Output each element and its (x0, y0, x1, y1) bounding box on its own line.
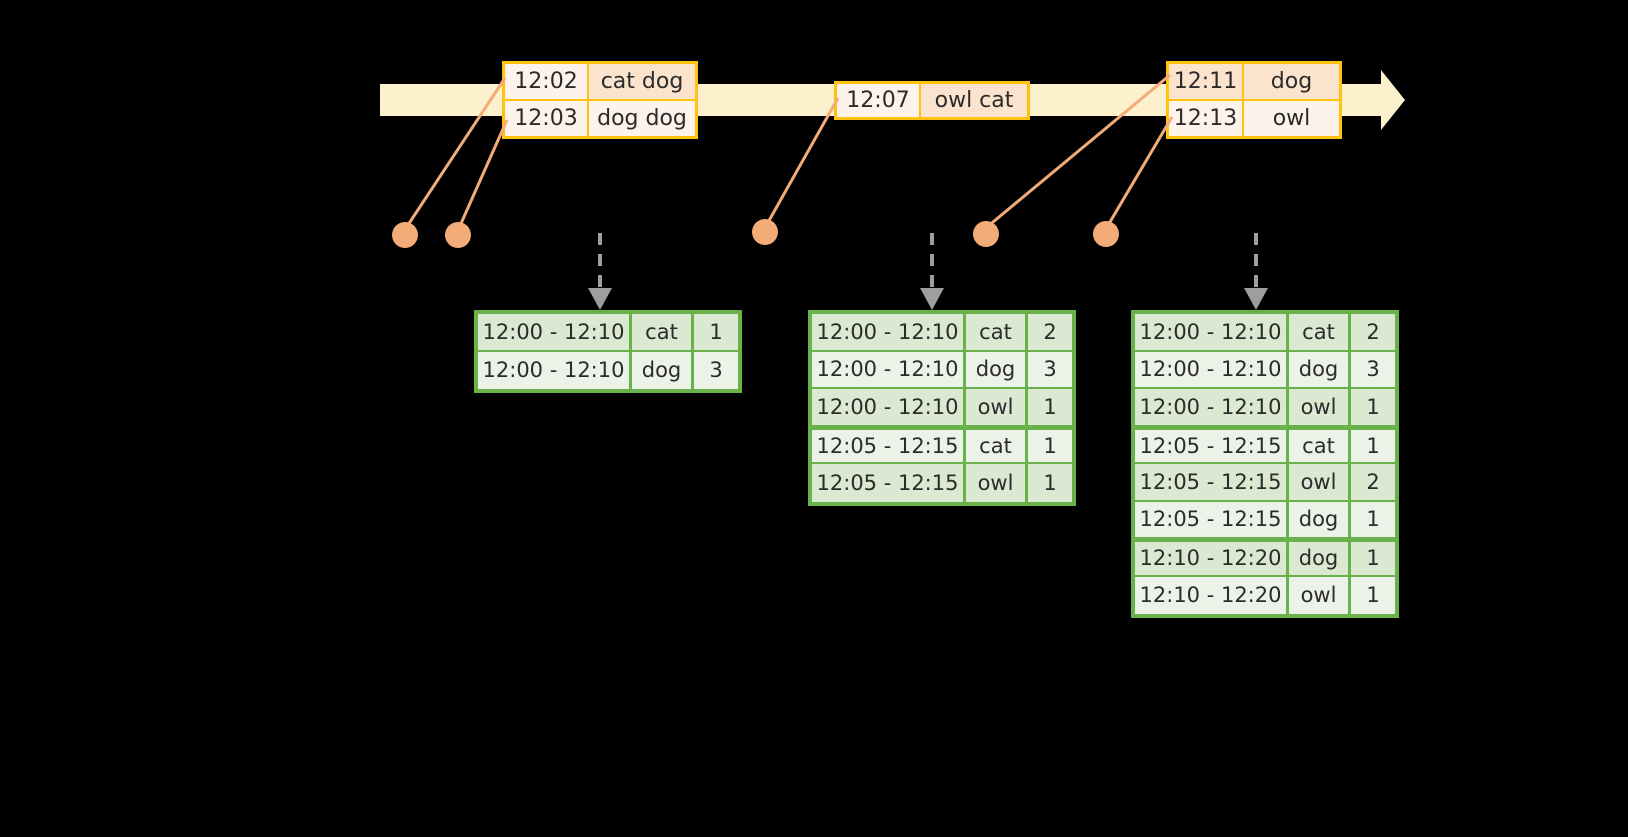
cell-window: 12:10 - 12:20 (1135, 576, 1289, 614)
cell-count: 1 (1351, 576, 1395, 614)
event-row[interactable]: 12:13 owl (1169, 99, 1339, 136)
event-box-1[interactable]: 12:02 cat dog 12:03 dog dog (502, 61, 698, 139)
cell-key: owl (1289, 464, 1351, 502)
event-time: 12:11 (1169, 64, 1244, 99)
cell-window: 12:00 - 12:10 (1135, 389, 1289, 427)
cell-count: 2 (1028, 314, 1072, 352)
cell-count: 1 (1351, 389, 1395, 427)
event-box-3[interactable]: 12:11 dog 12:13 owl (1166, 61, 1342, 139)
event-row[interactable]: 12:11 dog (1169, 64, 1339, 99)
cell-key: cat (1289, 429, 1351, 464)
event-payload: owl (1244, 101, 1339, 136)
cell-key: owl (966, 389, 1028, 427)
cell-window: 12:05 - 12:15 (1135, 429, 1289, 464)
cell-count: 1 (1351, 501, 1395, 539)
connector-line-2 (457, 119, 509, 229)
cell-count: 1 (1351, 542, 1395, 577)
cell-window: 12:00 - 12:10 (1135, 351, 1289, 389)
cell-window: 12:05 - 12:15 (812, 464, 966, 502)
cell-window: 12:05 - 12:15 (812, 429, 966, 464)
event-row[interactable]: 12:07 owl cat (837, 84, 1027, 117)
cell-count: 3 (1351, 351, 1395, 389)
event-payload: dog (1244, 64, 1339, 99)
event-payload: owl cat (921, 84, 1027, 117)
event-time: 12:03 (505, 101, 589, 136)
cell-key: owl (966, 464, 1028, 502)
cell-key: cat (1289, 314, 1351, 352)
cell-window: 12:00 - 12:10 (812, 389, 966, 427)
cell-key: dog (1289, 351, 1351, 389)
snapshot-arrow-shafts (598, 233, 1258, 290)
connector-dot-3 (752, 219, 778, 245)
cell-count: 2 (1351, 314, 1395, 352)
cell-window: 12:05 - 12:15 (1135, 501, 1289, 539)
cell-window: 12:00 - 12:10 (478, 351, 632, 389)
event-box-2[interactable]: 12:07 owl cat (834, 81, 1030, 120)
event-payload: dog dog (589, 101, 695, 136)
cell-count: 3 (694, 351, 738, 389)
event-time: 12:13 (1169, 101, 1244, 136)
event-time: 12:07 (837, 84, 921, 117)
event-payload: cat dog (589, 64, 695, 99)
cell-key: dog (966, 351, 1028, 389)
connector-dot-5 (1093, 221, 1119, 247)
cell-window: 12:00 - 12:10 (812, 314, 966, 352)
event-time: 12:02 (505, 64, 589, 99)
snapshot-arrow-heads (588, 288, 1268, 310)
connector-dot-2 (445, 222, 471, 248)
snapshot-arrow-head-2 (920, 288, 944, 310)
cell-window: 12:05 - 12:15 (1135, 464, 1289, 502)
cell-window: 12:10 - 12:20 (1135, 542, 1289, 577)
cell-count: 1 (1028, 464, 1072, 502)
snapshot-arrow-head-3 (1244, 288, 1268, 310)
connector-dot-4 (973, 221, 999, 247)
event-row[interactable]: 12:02 cat dog (505, 64, 695, 99)
cell-key: owl (1289, 389, 1351, 427)
event-row[interactable]: 12:03 dog dog (505, 99, 695, 136)
cell-key: dog (1289, 501, 1351, 539)
cell-key: dog (1289, 542, 1351, 577)
snapshot-arrow-head-1 (588, 288, 612, 310)
connector-dot-1 (392, 222, 418, 248)
timeline-arrowhead (1355, 70, 1405, 130)
cell-window: 12:00 - 12:10 (478, 314, 632, 352)
cell-count: 2 (1351, 464, 1395, 502)
cell-count: 3 (1028, 351, 1072, 389)
connector-dots (392, 219, 1119, 248)
cell-key: dog (632, 351, 694, 389)
cell-window: 12:00 - 12:10 (1135, 314, 1289, 352)
cell-key: cat (632, 314, 694, 352)
cell-key: cat (966, 314, 1028, 352)
cell-window: 12:00 - 12:10 (812, 351, 966, 389)
cell-count: 1 (1351, 429, 1395, 464)
connector-line-5 (1105, 116, 1174, 228)
connector-line-3 (764, 97, 840, 227)
cell-key: cat (966, 429, 1028, 464)
cell-key: owl (1289, 576, 1351, 614)
cell-count: 1 (694, 314, 738, 352)
cell-count: 1 (1028, 389, 1072, 427)
cell-count: 1 (1028, 429, 1072, 464)
